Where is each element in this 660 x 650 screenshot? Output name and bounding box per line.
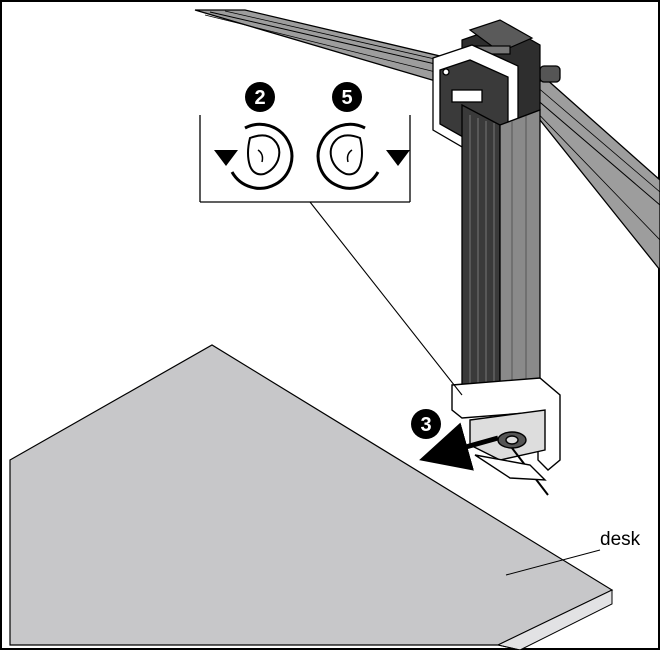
step-badge-loosen: 2 [245,82,275,112]
clockwise-turn-hand-icon [316,122,410,190]
desk-label: desk [505,529,641,576]
monitor-arm-left [194,9,479,91]
counterclockwise-turn-hand-icon [214,122,294,190]
desk [9,344,614,650]
step-number-slide: 3 [420,414,431,436]
desk-label-text: desk [600,529,641,550]
rotation-callout [199,115,463,396]
step-number-tighten: 5 [341,87,352,109]
desk-clamp [451,377,561,496]
step-number-loosen: 2 [254,87,265,109]
support-pole [461,103,541,411]
pull-arrow-icon [419,422,499,471]
monitor-arm-right [519,65,660,272]
step-badge-tighten: 5 [332,82,362,112]
step-badge-slide: 3 [411,409,441,439]
